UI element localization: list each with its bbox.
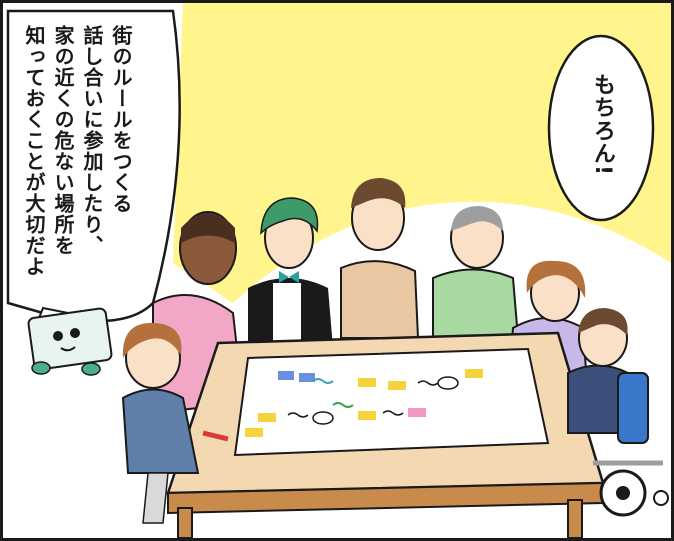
sticky-note — [465, 369, 483, 378]
sticky-note — [258, 413, 276, 422]
bubble-line-3: 家の近くの危ない場所を — [51, 25, 75, 256]
bubble-line-4: 知っておくことが大切だよ — [22, 25, 46, 277]
sticky-note — [245, 428, 263, 437]
person-beige-sweater — [340, 178, 420, 339]
person-green-shirt — [432, 206, 520, 339]
right-speech-bubble — [547, 34, 655, 222]
scene-illustration — [6, 3, 671, 538]
sticky-note — [299, 373, 315, 382]
book-character-icon — [27, 307, 113, 376]
wheelchair-icon — [593, 372, 669, 517]
sticky-note — [358, 411, 376, 420]
right-bubble-text: もちろん! — [589, 73, 615, 177]
person-child-blue-shirt — [121, 322, 229, 524]
sticky-note — [358, 378, 376, 387]
person-in-wheelchair — [567, 308, 669, 517]
bubble-line-1: 街のルールをつくる — [109, 25, 133, 214]
bubble-line-2: 話し合いに参加したり、 — [80, 25, 104, 256]
sticky-note — [388, 381, 406, 390]
left-bubble-text: 街のルールをつくる 話し合いに参加したり、 家の近くの危ない場所を 知っておくこ… — [19, 25, 135, 315]
map-paper — [233, 347, 550, 457]
sticky-note — [408, 408, 426, 417]
person-green-hair — [248, 197, 333, 348]
sticky-note — [278, 371, 294, 380]
